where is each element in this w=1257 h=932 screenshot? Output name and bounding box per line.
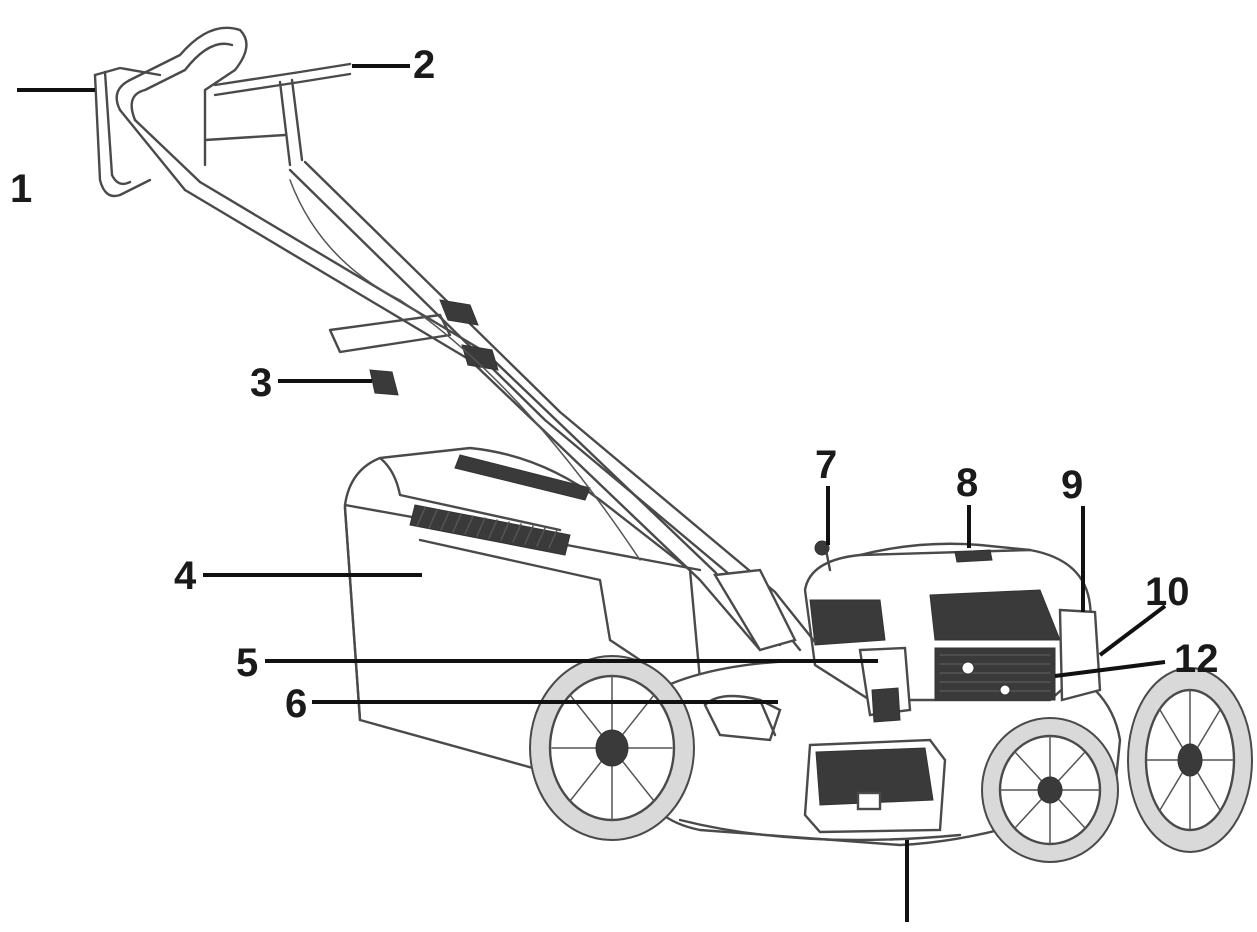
callout-6: 6 [285, 682, 307, 726]
drive-control-lever [203, 62, 352, 167]
callout-9: 9 [1061, 463, 1083, 507]
leader-line-10 [1098, 604, 1167, 657]
engine-cooling-fins [934, 647, 1056, 701]
rear-wheel [529, 655, 695, 841]
front-wheel-left [981, 717, 1119, 863]
callout-2: 2 [413, 43, 435, 87]
leader-lines [17, 64, 1167, 922]
upper-handle [93, 26, 352, 198]
handle-frame [183, 160, 817, 652]
callout-labels: 1 2 3 4 5 6 7 8 9 10 12 [10, 43, 1219, 726]
callout-1: 1 [10, 167, 32, 211]
callout-7: 7 [815, 443, 837, 487]
callout-8: 8 [956, 461, 978, 505]
front-wheel-right [1127, 667, 1253, 853]
operator-presence-bar [93, 66, 162, 198]
callout-3: 3 [250, 361, 272, 405]
grass-catcher-vents [416, 507, 558, 549]
lawn-mower-illustration [93, 26, 1253, 863]
callout-4: 4 [174, 554, 197, 598]
callout-5: 5 [236, 641, 258, 685]
front-cover [803, 738, 947, 834]
leader-line-12 [1054, 660, 1166, 678]
callout-12: 12 [1174, 637, 1219, 681]
engine [803, 540, 1102, 723]
callout-10: 10 [1145, 570, 1190, 614]
